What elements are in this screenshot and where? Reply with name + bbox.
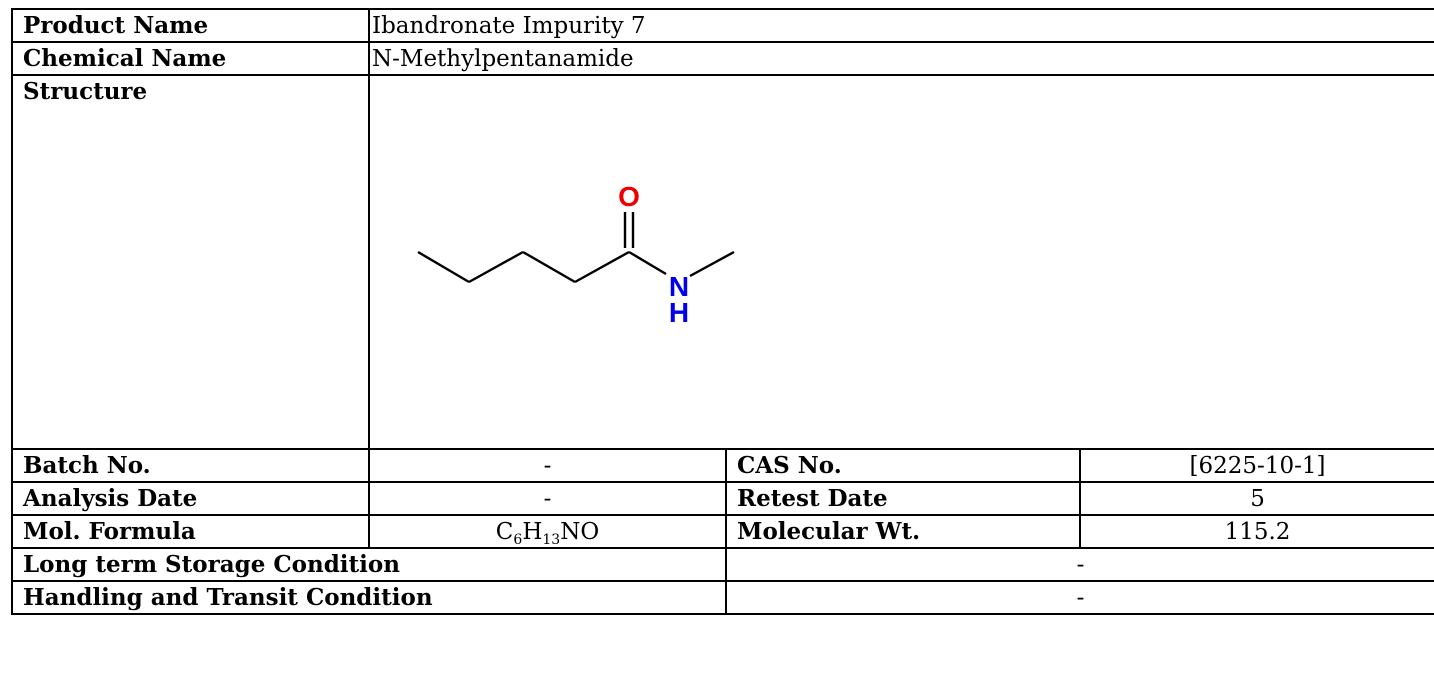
bond-c3-c4 xyxy=(522,250,576,284)
chemical-structure-diagram: O N H xyxy=(417,181,735,328)
cas-no-label: CAS No. xyxy=(725,448,1081,483)
cas-no-value: [6225-10-1] xyxy=(1078,448,1434,483)
product-spec-table: Product Name Ibandronate Impurity 7 Chem… xyxy=(11,8,1434,615)
mol-formula-value: C6H13NO xyxy=(368,514,727,549)
bond-c1-c2 xyxy=(417,250,470,284)
formula-h-count: 13 xyxy=(542,531,561,548)
analysis-date-label: Analysis Date xyxy=(11,481,370,516)
nitrogen-atom: N xyxy=(669,271,689,302)
long-term-storage-label: Long term Storage Condition xyxy=(11,547,727,582)
formula-c: C xyxy=(495,518,514,545)
bond-c4-c5 xyxy=(574,250,630,284)
structure-row: Structure O N H xyxy=(11,74,1434,450)
product-name-value: Ibandronate Impurity 7 xyxy=(367,8,1434,43)
handling-transit-value: - xyxy=(724,580,1434,615)
oxygen-atom: O xyxy=(618,181,640,212)
bond-n-methyl xyxy=(689,250,735,278)
formula-c-count: 6 xyxy=(513,531,523,548)
storage-row: Long term Storage Condition - xyxy=(11,547,1434,582)
chemical-name-row: Chemical Name N-Methylpentanamide xyxy=(11,41,1434,76)
formula-h: H xyxy=(522,518,543,545)
dates-row: Analysis Date - Retest Date 5 xyxy=(11,481,1434,516)
structure-image-cell: O N H xyxy=(367,74,1434,450)
bond-lines xyxy=(417,212,735,284)
hydrogen-atom: H xyxy=(669,297,689,328)
handling-transit-label: Handling and Transit Condition xyxy=(11,580,727,615)
batch-no-label: Batch No. xyxy=(11,448,370,483)
chemical-name-value: N-Methylpentanamide xyxy=(367,41,1434,76)
bond-c5-n xyxy=(628,250,667,276)
product-name-label: Product Name xyxy=(11,8,370,43)
structure-label: Structure xyxy=(11,74,370,450)
mol-formula-label: Mol. Formula xyxy=(11,514,370,549)
chemical-name-label: Chemical Name xyxy=(11,41,370,76)
formula-weight-row: Mol. Formula C6H13NO Molecular Wt. 115.2 xyxy=(11,514,1434,549)
retest-date-value: 5 xyxy=(1078,481,1434,516)
product-name-row: Product Name Ibandronate Impurity 7 xyxy=(11,8,1434,43)
molecular-wt-value: 115.2 xyxy=(1078,514,1434,549)
molecular-wt-label: Molecular Wt. xyxy=(725,514,1081,549)
analysis-date-value: - xyxy=(368,481,727,516)
long-term-storage-value: - xyxy=(724,547,1434,582)
batch-no-value: - xyxy=(368,448,727,483)
formula-no: NO xyxy=(560,518,600,545)
retest-date-label: Retest Date xyxy=(725,481,1081,516)
handling-row: Handling and Transit Condition - xyxy=(11,580,1434,615)
batch-cas-row: Batch No. - CAS No. [6225-10-1] xyxy=(11,448,1434,483)
bond-c2-c3 xyxy=(468,250,524,284)
